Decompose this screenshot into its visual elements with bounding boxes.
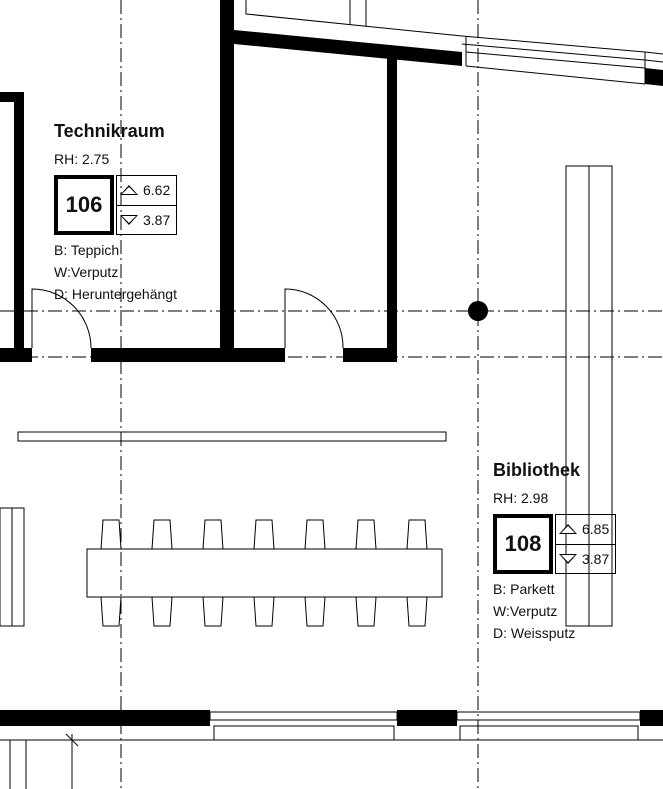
wall-exterior-bottom-3	[640, 710, 663, 726]
room-label-technikraum: Technikraum RH: 2.75 106 6.62 3.87 B: Te…	[54, 121, 178, 305]
room-number: 106	[54, 175, 114, 235]
ceiling-finish: D: Weissputz	[493, 625, 576, 641]
room-name: Technikraum	[54, 121, 165, 141]
room-heights: 6.85 3.87	[555, 514, 617, 574]
room-tag: 106 6.62 3.87	[54, 175, 178, 235]
room-name: Bibliothek	[493, 460, 581, 480]
room-tag: 108 6.85 3.87	[493, 514, 617, 574]
wall-right-vertical	[387, 54, 397, 362]
chairs-top	[100, 519, 428, 550]
walls	[0, 0, 663, 726]
triangle-up-icon	[120, 185, 138, 196]
top-window	[245, 0, 663, 85]
height-top-value: 6.85	[582, 521, 610, 538]
height-bottom-row: 3.87	[117, 204, 177, 235]
chairs-bottom	[100, 596, 428, 627]
triangle-up-icon	[559, 524, 577, 535]
bottom-windows	[0, 711, 663, 789]
height-bottom-value: 3.87	[143, 211, 171, 228]
door-left	[31, 288, 92, 349]
left-element	[0, 507, 25, 627]
triangle-down-icon	[559, 553, 577, 564]
height-bottom-row: 3.87	[556, 543, 616, 574]
floor-finish: B: Parkett	[493, 581, 555, 597]
triangle-down-icon	[120, 214, 138, 225]
wall-bottom-right	[343, 348, 397, 362]
shelf-long	[17, 431, 447, 442]
wall-left-vertical	[14, 92, 24, 360]
wall-top-diagonal-end	[645, 68, 663, 86]
room-heights: 6.62 3.87	[116, 175, 178, 235]
room-finishes: B: Parkett W:Verputz D: Weissputz	[493, 578, 616, 644]
wall-middle-vertical	[220, 0, 234, 362]
doors	[31, 288, 344, 349]
wall-top-diagonal	[234, 30, 462, 66]
door-right	[284, 288, 344, 349]
height-top-value: 6.62	[143, 182, 171, 199]
room-label-bibliothek: Bibliothek RH: 2.98 108 6.85 3.87 B: Par…	[493, 460, 617, 644]
chairs	[100, 519, 428, 627]
height-bottom-value: 3.87	[582, 550, 610, 567]
wall-left-top	[0, 92, 24, 102]
table	[86, 548, 443, 598]
wall-bottom-mid	[91, 348, 285, 362]
wall-exterior-bottom-2	[397, 710, 457, 726]
room-height-label: RH: 2.75	[54, 151, 110, 167]
room-number: 108	[493, 514, 553, 574]
floor-finish: B: Teppich	[54, 242, 120, 258]
room-height-label: RH: 2.98	[493, 490, 549, 506]
ceiling-finish: D: Heruntergehängt	[54, 286, 177, 302]
bookshelf-tall	[565, 165, 613, 627]
height-top-row: 6.62	[117, 176, 176, 205]
grid-marker-dot	[468, 301, 488, 321]
wall-finish: W:Verputz	[493, 603, 558, 619]
wall-finish: W:Verputz	[54, 264, 119, 280]
wall-bottom-left	[0, 348, 32, 362]
wall-exterior-bottom-1	[0, 710, 210, 726]
room-finishes: B: Teppich W:Verputz D: Heruntergehängt	[54, 239, 177, 305]
height-top-row: 6.85	[556, 515, 615, 544]
